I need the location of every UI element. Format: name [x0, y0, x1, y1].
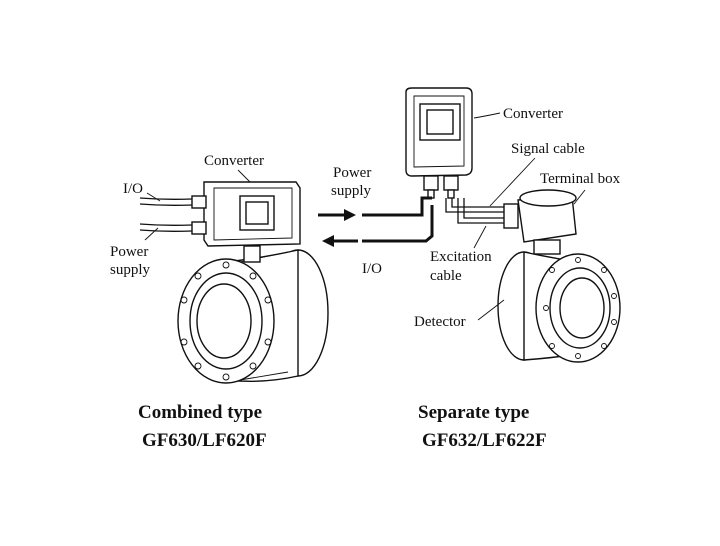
signal-arrows: Power supply I/O	[318, 165, 382, 277]
separate-caption-line2: GF632/LF622F	[422, 430, 547, 451]
separate-detector	[497, 251, 621, 363]
terminal-box	[503, 189, 577, 255]
separate-flange-bolts	[543, 257, 617, 359]
combined-caption-line1: Combined type	[138, 402, 262, 423]
excitation-cable-label-line1: Excitation	[430, 249, 492, 265]
combined-caption-line2: GF630/LF620F	[142, 430, 267, 451]
arrow-right-icon	[344, 209, 356, 221]
excitation-cable-label-line2: cable	[430, 268, 462, 284]
combined-converter	[191, 181, 301, 247]
separate-converter-label: Converter	[503, 106, 563, 122]
detector-label: Detector	[414, 314, 466, 330]
combined-io-label: I/O	[123, 181, 143, 197]
combined-power-label-line1: Power	[110, 244, 148, 260]
arrow-left-icon	[322, 235, 334, 247]
arrow-power-label-line1: Power	[333, 165, 371, 181]
combined-cables	[139, 197, 193, 232]
combined-power-label-line2: supply	[110, 262, 151, 278]
arrow-io-label: I/O	[362, 261, 382, 277]
combined-converter-label: Converter	[204, 153, 264, 169]
arrow-power-label-line2: supply	[331, 183, 372, 199]
terminal-box-label: Terminal box	[540, 171, 621, 187]
signal-cable-label: Signal cable	[511, 141, 585, 157]
combined-detector	[177, 245, 329, 384]
separate-type-unit: Converter Signal cable Terminal box Exci…	[362, 87, 621, 363]
separate-converter	[405, 87, 473, 199]
separate-caption-line1: Separate type	[418, 402, 529, 423]
separate-cables	[445, 198, 504, 224]
combined-type-unit: Converter I/O Power supply	[110, 153, 329, 384]
combined-flange-bolts	[180, 261, 272, 381]
